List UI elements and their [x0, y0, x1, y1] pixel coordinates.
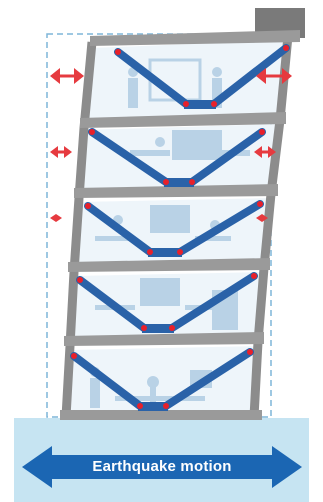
drift-arrow-left-top — [50, 68, 84, 84]
earthquake-motion-label: Earthquake motion — [62, 455, 262, 479]
slab-base — [60, 410, 262, 420]
drift-arrow-left-2 — [50, 146, 72, 158]
drift-arrow-left-3 — [50, 214, 62, 222]
